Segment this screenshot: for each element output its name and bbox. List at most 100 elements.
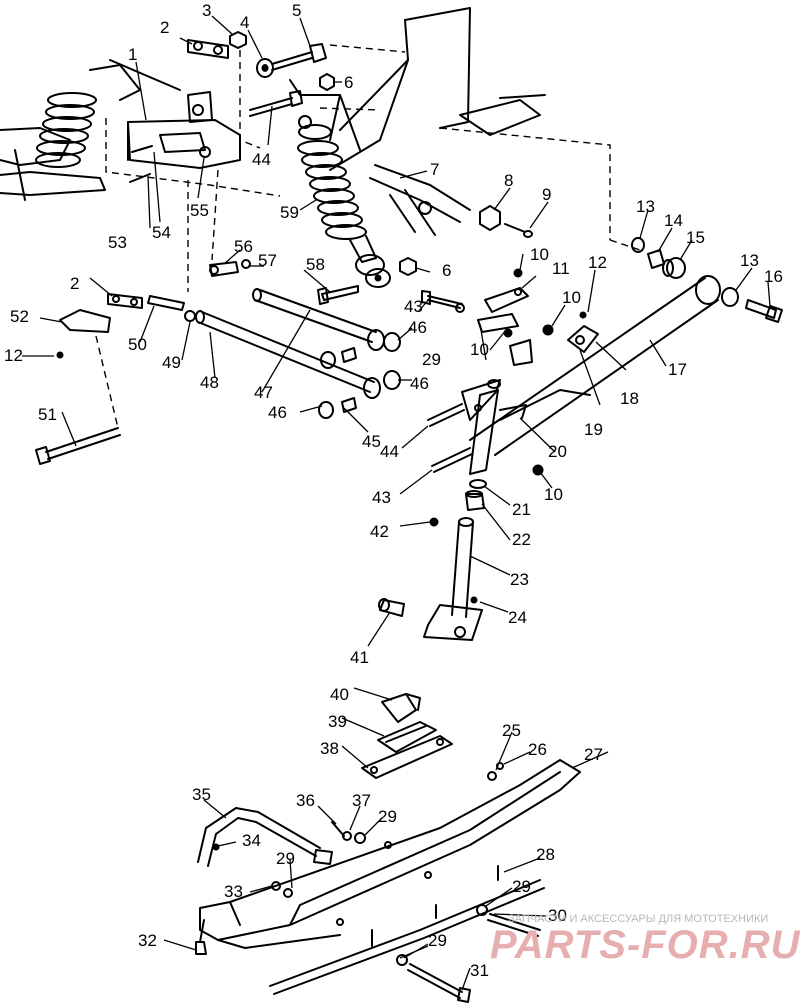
callout-6-top: 6 (344, 73, 353, 92)
callout-8: 8 (504, 171, 513, 190)
callout-53: 53 (108, 233, 127, 252)
callout-38: 38 (320, 739, 339, 758)
callout-59: 59 (280, 203, 299, 222)
callout-18: 18 (620, 389, 639, 408)
part-11-link (484, 287, 529, 313)
part-57-nut (241, 259, 251, 269)
callout-45: 45 (362, 432, 381, 451)
part-13-washer-right (721, 287, 739, 307)
callout-46-upper: 46 (408, 318, 427, 337)
watermark-tagline: ЗАПЧАСТИ И АКСЕССУАРЫ ДЛЯ МОТОТЕХНИКИ (508, 913, 768, 925)
callout-30: 30 (548, 906, 567, 925)
part-2-plate-lower (107, 293, 143, 309)
callout-49: 49 (162, 353, 181, 372)
part-42-nut (429, 517, 439, 527)
part-14-bushing (647, 249, 665, 269)
callout-10-c: 10 (470, 340, 489, 359)
callout-52: 52 (10, 307, 29, 326)
part-35-handle (197, 807, 333, 867)
part-6-nut-lower (399, 257, 417, 276)
part-13-washer-left (631, 237, 645, 253)
frame-upper-right (289, 7, 546, 171)
watermark-brand: PARTS-FOR.RU (490, 923, 800, 967)
part-12-fitting-right (579, 311, 587, 319)
callout-42: 42 (370, 522, 389, 541)
callout-56: 56 (234, 237, 253, 256)
callout-17: 17 (668, 360, 687, 379)
part-29-washer-upper (455, 303, 465, 313)
part-59-shock-absorber (297, 115, 391, 288)
callout-2-lower: 2 (70, 274, 79, 293)
part-58-bolt (317, 285, 359, 305)
callout-10-d: 10 (544, 485, 563, 504)
callout-54: 54 (152, 223, 171, 242)
callout-46-lower: 46 (268, 403, 287, 422)
part-44-bolt-lower (427, 403, 465, 427)
part-22-bushing (465, 490, 485, 511)
callout-7: 7 (430, 160, 439, 179)
part-12-fitting-left (56, 351, 64, 359)
callout-2-top: 2 (160, 18, 169, 37)
part-30-bolt (476, 904, 541, 937)
part-25-nut (487, 771, 497, 781)
part-41-pin (378, 598, 405, 617)
part-29-washer-a (354, 832, 366, 844)
part-1-bracket (127, 91, 241, 169)
watermark: ЗАПЧАСТИ И АКСЕССУАРЫ ДЛЯ МОТОТЕХНИКИ PA… (490, 913, 800, 967)
part-10-grease-fitting-a (513, 268, 523, 278)
part-36-pin (331, 821, 345, 837)
callout-13-right: 13 (740, 251, 759, 270)
callout-57: 57 (258, 251, 277, 270)
callout-51: 51 (38, 405, 57, 424)
callout-21: 21 (512, 500, 531, 519)
callout-14: 14 (664, 211, 683, 230)
part-9-cotter (504, 223, 533, 238)
part-50-bolt (147, 295, 185, 311)
part-19-bracket (509, 339, 533, 366)
left-suspension-background (0, 59, 181, 201)
callout-34: 34 (242, 831, 261, 850)
callout-55: 55 (190, 201, 209, 220)
callout-13-left: 13 (636, 197, 655, 216)
callout-16: 16 (764, 267, 783, 286)
part-16-bolt (745, 299, 783, 323)
callout-28: 28 (536, 845, 555, 864)
callout-50: 50 (128, 335, 147, 354)
callout-26: 26 (528, 740, 547, 759)
callout-10-b: 10 (562, 288, 581, 307)
part-52-bracket (59, 309, 111, 333)
part-53-pin (129, 173, 151, 183)
part-8-nut (479, 205, 501, 231)
part-5-bolt (271, 43, 327, 71)
part-51-bolt (35, 427, 121, 465)
callout-35: 35 (192, 785, 211, 804)
callout-10-a: 10 (530, 245, 549, 264)
callout-41: 41 (350, 648, 369, 667)
callout-39: 39 (328, 712, 347, 731)
callout-36: 36 (296, 791, 315, 810)
part-31-bolt (396, 954, 471, 1003)
callout-40: 40 (330, 685, 349, 704)
callout-4: 4 (240, 13, 249, 32)
callout-29-upper: 29 (422, 350, 441, 369)
callout-29-d: 29 (428, 931, 447, 950)
part-34-pin (212, 843, 220, 851)
part-7-arm (369, 164, 471, 236)
callout-43-lower: 43 (372, 488, 391, 507)
part-10-link-lower (477, 313, 519, 338)
callout-12-left: 12 (4, 346, 23, 365)
callout-46-mid: 46 (410, 374, 429, 393)
part-38-plate (361, 735, 453, 779)
callout-1: 1 (128, 45, 137, 64)
callout-6-lower: 6 (442, 261, 451, 280)
callout-43-upper: 43 (404, 297, 423, 316)
part-20-steering-housing (461, 379, 527, 475)
callout-44-lower: 44 (380, 442, 399, 461)
callout-48: 48 (200, 373, 219, 392)
part-2-plate-top (187, 39, 229, 59)
callout-labels: 1 2 3 4 5 6 7 8 9 10 11 12 10 10 13 14 1… (4, 1, 783, 980)
part-43-bolt-upper (421, 290, 463, 309)
part-37-nut (342, 831, 352, 841)
callout-29-c: 29 (512, 877, 531, 896)
